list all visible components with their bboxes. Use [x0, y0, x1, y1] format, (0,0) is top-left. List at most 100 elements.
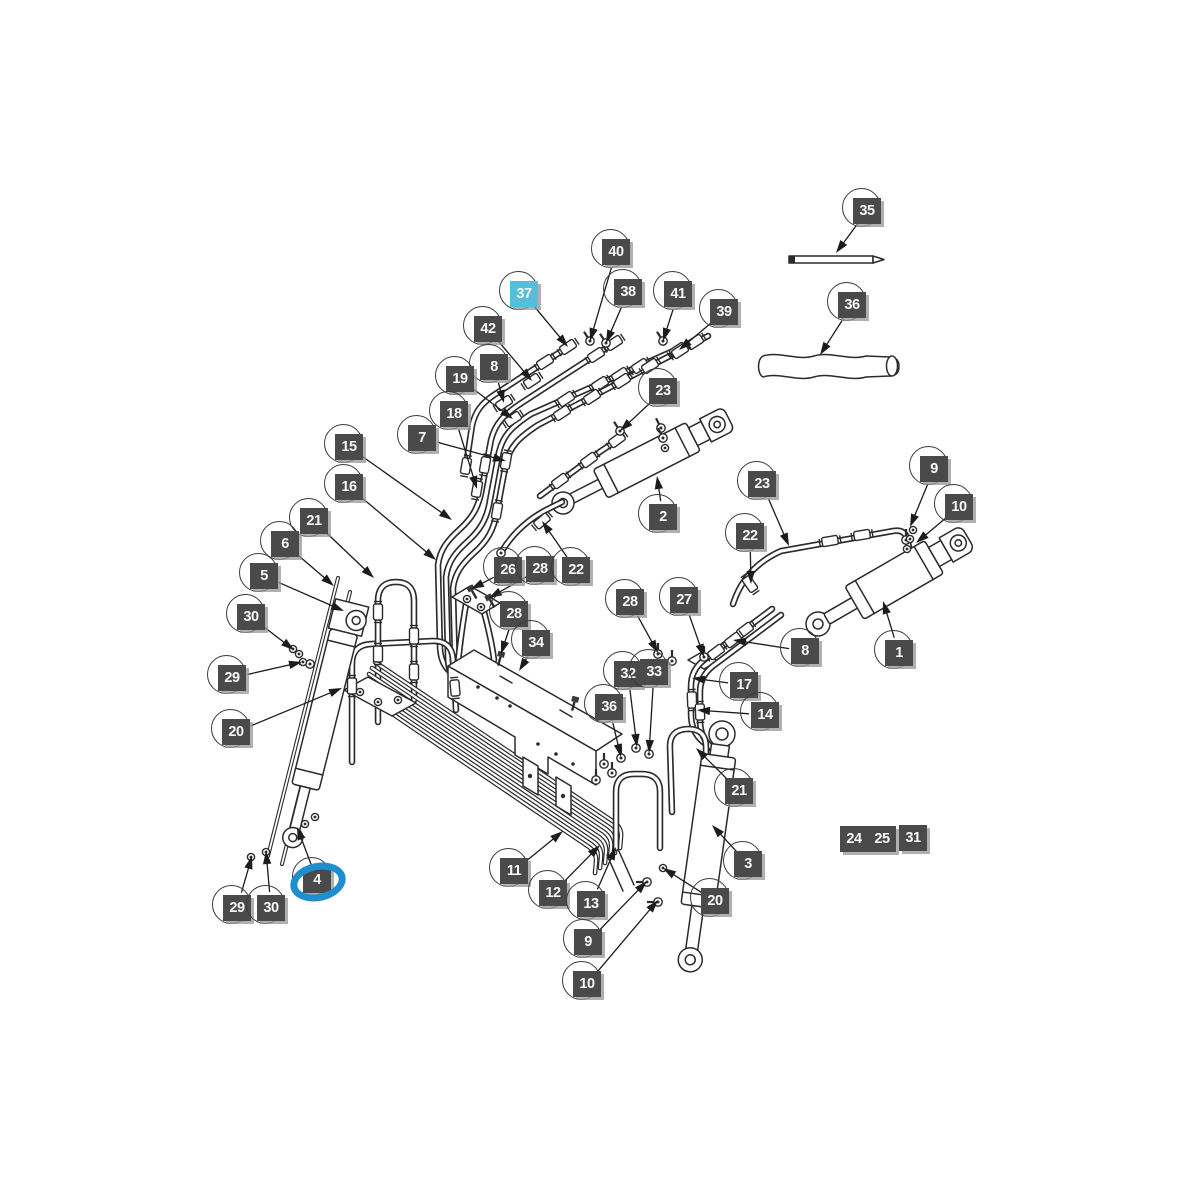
label-number: 3	[734, 851, 762, 877]
label-number: 20	[222, 719, 250, 745]
label-number: 39	[710, 299, 738, 325]
leader-arrowhead-22	[746, 570, 755, 584]
part-label-29[interactable]: 29	[212, 885, 251, 924]
label-number: 9	[920, 456, 948, 482]
part-label-22[interactable]: 22	[725, 513, 764, 552]
leader-arrowhead-30	[281, 638, 294, 650]
part-label-31[interactable]: 31	[899, 825, 927, 851]
leader-arrowhead-3	[712, 825, 724, 838]
part-label-21[interactable]: 21	[714, 768, 753, 807]
leader-line-32	[629, 689, 637, 738]
leader-line-23	[626, 401, 652, 425]
leader-arrowhead-36	[613, 743, 623, 757]
part-label-15[interactable]: 15	[324, 424, 363, 463]
leader-line-15	[361, 455, 445, 515]
leader-arrowhead-15	[438, 509, 452, 520]
part-label-10[interactable]: 10	[562, 961, 601, 1000]
part-label-14[interactable]: 14	[740, 692, 779, 731]
part-label-9[interactable]: 9	[909, 446, 948, 485]
label-number: 27	[670, 587, 698, 613]
leader-line-42	[497, 340, 527, 374]
part-label-19[interactable]: 19	[435, 356, 474, 395]
label-number: 22	[562, 557, 590, 583]
leader-line-36	[612, 722, 620, 748]
leader-line-9	[913, 483, 929, 519]
leader-line-28	[637, 615, 654, 645]
part-label-25[interactable]: 25	[868, 826, 896, 852]
leader-line-7	[437, 441, 497, 459]
part-label-8[interactable]: 8	[469, 344, 508, 383]
part-label-34[interactable]: 34	[511, 620, 550, 659]
leader-arrowhead-8	[733, 637, 747, 647]
part-label-6[interactable]: 6	[260, 521, 299, 560]
label-number: 21	[725, 778, 753, 804]
leader-arrowhead-42	[520, 368, 532, 381]
part-label-30[interactable]: 30	[226, 594, 265, 633]
leader-arrowhead-23	[779, 532, 789, 546]
part-label-11[interactable]: 11	[489, 848, 528, 887]
part-label-22[interactable]: 22	[551, 547, 590, 586]
label-number: 13	[577, 891, 605, 917]
label-number: 11	[500, 858, 528, 884]
part-label-29[interactable]: 29	[207, 655, 246, 694]
part-label-28[interactable]: 28	[605, 579, 644, 618]
part-label-27[interactable]: 27	[659, 577, 698, 616]
part-label-7[interactable]: 7	[397, 415, 436, 454]
part-label-23[interactable]: 23	[638, 368, 677, 407]
part-label-12[interactable]: 12	[528, 870, 567, 909]
part-label-35[interactable]: 35	[842, 188, 881, 227]
part-label-39[interactable]: 39	[699, 289, 738, 328]
part-label-38[interactable]: 38	[603, 269, 642, 308]
leader-arrowhead-27	[695, 643, 704, 657]
part-label-30[interactable]: 30	[246, 885, 285, 924]
part-label-24[interactable]: 24	[840, 826, 868, 852]
part-label-33[interactable]: 33	[629, 649, 668, 688]
part-label-20[interactable]: 20	[211, 709, 250, 748]
part-label-10[interactable]: 10	[934, 484, 973, 523]
leader-arrowhead-7	[492, 453, 506, 462]
leader-arrowhead-12	[587, 845, 600, 858]
leader-arrowhead-37	[556, 334, 568, 347]
part-label-5[interactable]: 5	[239, 553, 278, 592]
part-label-4[interactable]: 4	[292, 857, 331, 896]
label-number: 35	[853, 198, 881, 224]
part-label-23[interactable]: 23	[737, 461, 776, 500]
part-label-28[interactable]: 28	[515, 546, 554, 585]
part-label-20[interactable]: 20	[690, 878, 729, 917]
leader-line-23	[767, 498, 786, 538]
label-number: 38	[614, 279, 642, 305]
label-number: 29	[218, 665, 246, 691]
label-number: 14	[751, 702, 779, 728]
part-label-18[interactable]: 18	[429, 391, 468, 430]
part-label-16[interactable]: 16	[324, 464, 363, 503]
leader-arrowhead-40	[589, 327, 598, 341]
part-label-37[interactable]: 37	[499, 271, 538, 310]
leader-line-35	[841, 223, 859, 246]
part-label-42[interactable]: 42	[463, 306, 502, 345]
leader-arrowhead-38	[606, 329, 616, 343]
part-label-36[interactable]: 36	[584, 684, 623, 723]
leader-arrowhead-22	[542, 521, 553, 535]
leader-line-9	[598, 887, 641, 931]
leader-line-38	[609, 306, 623, 335]
leader-line-37	[533, 305, 563, 340]
leader-arrowhead-20	[328, 688, 342, 697]
part-label-2[interactable]: 2	[638, 494, 677, 533]
part-label-3[interactable]: 3	[723, 841, 762, 880]
leader-line-30	[263, 626, 287, 645]
part-label-40[interactable]: 40	[591, 229, 630, 268]
part-label-8[interactable]: 8	[780, 628, 819, 667]
part-label-41[interactable]: 41	[653, 271, 692, 310]
part-label-1[interactable]: 1	[874, 630, 913, 669]
leader-arrowhead-10	[916, 531, 929, 543]
part-label-9[interactable]: 9	[563, 919, 602, 958]
part-label-36[interactable]: 36	[827, 282, 866, 321]
label-number: 42	[474, 316, 502, 342]
part-label-21[interactable]: 21	[289, 498, 328, 537]
rod-6	[266, 576, 340, 858]
label-number: 40	[602, 239, 630, 265]
mounting-plate-34	[447, 649, 623, 816]
leader-arrowhead-4	[297, 827, 306, 841]
part-label-13[interactable]: 13	[566, 881, 605, 920]
leader-arrowhead-29	[288, 660, 302, 669]
